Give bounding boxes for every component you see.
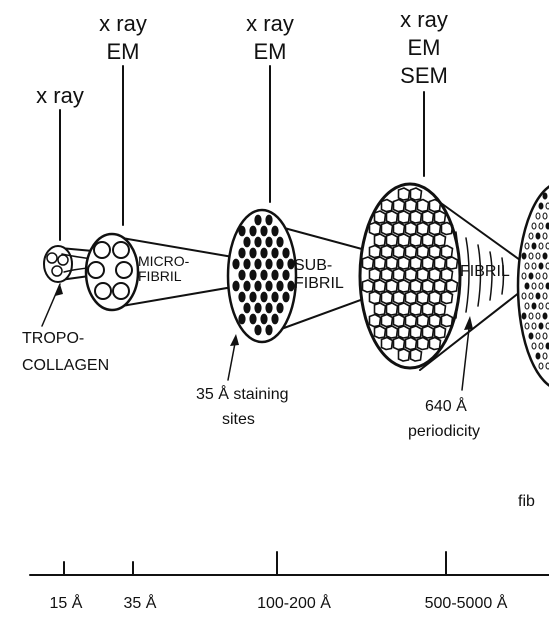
staining-site	[232, 281, 239, 292]
microfibril-outline	[86, 234, 138, 310]
staining-site	[260, 292, 267, 303]
fiber-mark	[529, 333, 533, 339]
staining-site	[260, 248, 267, 259]
staining-site	[249, 226, 256, 237]
pointer-periodicity	[462, 320, 470, 390]
subfibril-disc	[228, 210, 296, 342]
staining-site	[276, 237, 283, 248]
staining-site	[238, 248, 245, 259]
method-fibril-em: EM	[408, 35, 441, 60]
fiber-mark	[536, 353, 540, 359]
fiber-mark	[539, 323, 543, 329]
label-fiber-partial: fib	[518, 493, 535, 510]
method-microfibril-xray: x ray	[99, 11, 147, 36]
staining-site	[232, 259, 239, 270]
method-subfibril-xray: x ray	[246, 11, 294, 36]
scale-label-3: 100-200 Å	[257, 593, 331, 612]
size-scale: 15 Å 35 Å 100-200 Å 500-5000 Å	[30, 552, 549, 612]
staining-site	[243, 259, 250, 270]
label-microfibril-2: FIBRIL	[138, 268, 182, 284]
staining-site	[254, 215, 261, 226]
scale-label-1: 15 Å	[50, 593, 83, 612]
fiber-mark	[529, 273, 533, 279]
staining-site	[254, 281, 261, 292]
staining-site	[265, 215, 272, 226]
staining-site	[265, 303, 272, 314]
staining-site	[282, 270, 289, 281]
scale-label-2: 35 Å	[124, 593, 157, 612]
fiber-mark	[522, 313, 526, 319]
staining-site	[243, 237, 250, 248]
scale-label-4: 500-5000 Å	[425, 593, 508, 612]
fiber-mark	[525, 283, 529, 289]
staining-site	[282, 292, 289, 303]
staining-site	[271, 226, 278, 237]
staining-site	[249, 248, 256, 259]
arrow-periodicity	[464, 316, 473, 330]
staining-site	[260, 270, 267, 281]
annotation-staining-2: sites	[222, 411, 255, 428]
staining-site	[238, 226, 245, 237]
staining-site	[254, 325, 261, 336]
staining-site	[265, 325, 272, 336]
method-pointers	[60, 66, 424, 240]
staining-site	[276, 259, 283, 270]
staining-site	[249, 292, 256, 303]
staining-site	[271, 292, 278, 303]
fiber-disc-partial	[518, 182, 549, 390]
fiber-mark	[539, 263, 543, 269]
label-tropocollagen-2: COLLAGEN	[22, 357, 109, 374]
staining-site	[238, 314, 245, 325]
staining-site	[282, 248, 289, 259]
staining-site	[260, 314, 267, 325]
staining-site	[243, 303, 250, 314]
staining-site	[243, 281, 250, 292]
staining-site	[249, 314, 256, 325]
fiber-mark	[543, 193, 547, 199]
label-subfibril-1: SUB-	[294, 257, 332, 274]
staining-site	[254, 259, 261, 270]
annotation-periodicity-2: periodicity	[408, 423, 480, 440]
staining-site	[265, 259, 272, 270]
staining-site	[271, 248, 278, 259]
staining-site	[276, 303, 283, 314]
staining-site	[238, 270, 245, 281]
microfibril-disc	[86, 234, 138, 310]
fiber-mark	[543, 313, 547, 319]
label-microfibril-1: MICRO-	[138, 253, 190, 269]
arrow-staining	[230, 334, 239, 346]
method-labels: x ray x ray EM x ray EM x ray EM SEM	[36, 7, 448, 108]
fiber-mark	[539, 203, 543, 209]
label-subfibril-2: FIBRIL	[294, 275, 344, 292]
annotation-staining-1: 35 Å staining	[196, 384, 289, 403]
annotation-periodicity-1: 640 Å	[425, 396, 467, 415]
staining-site	[265, 281, 272, 292]
fiber-mark	[522, 253, 526, 259]
method-fibril-xray: x ray	[400, 7, 448, 32]
fiber-mark	[543, 253, 547, 259]
staining-site	[271, 314, 278, 325]
label-fibril: FIBRIL	[460, 263, 510, 280]
staining-site	[276, 281, 283, 292]
staining-site	[271, 270, 278, 281]
staining-site	[265, 237, 272, 248]
method-subfibril-em: EM	[254, 39, 287, 64]
fiber-mark	[536, 233, 540, 239]
staining-site	[260, 226, 267, 237]
fiber-mark	[536, 293, 540, 299]
staining-site	[249, 270, 256, 281]
pointer-tropocollagen-label	[42, 284, 60, 326]
fibril-disc	[360, 184, 460, 368]
staining-site	[238, 292, 245, 303]
method-fibril-sem: SEM	[400, 63, 448, 88]
fiber-mark	[532, 243, 536, 249]
staining-site	[254, 237, 261, 248]
method-tropocollagen: x ray	[36, 83, 84, 108]
label-tropocollagen-1: TROPO-	[22, 330, 84, 347]
method-microfibril-em: EM	[107, 39, 140, 64]
staining-site	[254, 303, 261, 314]
fiber-mark	[532, 303, 536, 309]
